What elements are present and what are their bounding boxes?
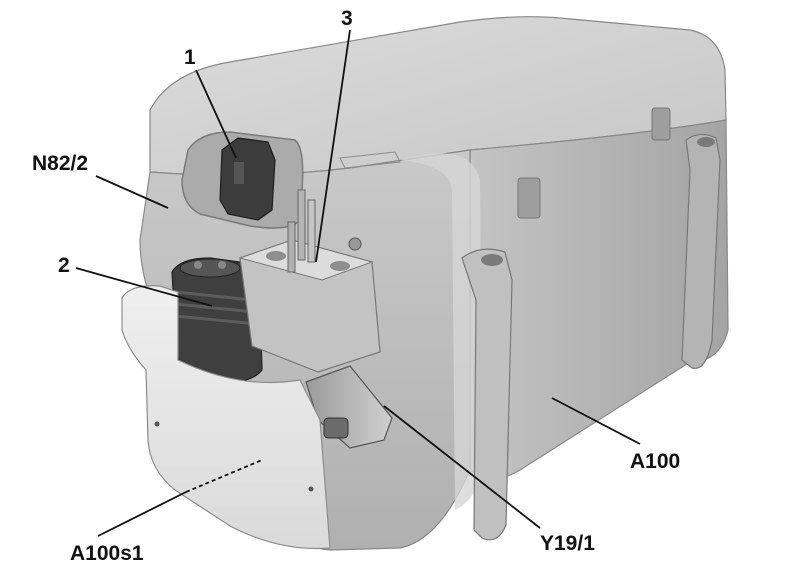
pump-ribs <box>175 290 257 326</box>
housing-tab <box>651 107 671 141</box>
callout-labels: 1 2 3 N82/2 A100 Y19/1 A100s1 <box>32 7 680 565</box>
top-slot <box>339 151 401 169</box>
leg-bolt-hole <box>697 137 715 147</box>
leader-line-a100 <box>551 397 641 445</box>
y19-1-label: Y19/1 <box>540 532 595 555</box>
electrical-connector <box>219 137 276 221</box>
leader-line-1 <box>195 69 237 159</box>
sensor-pin <box>297 189 306 261</box>
front-cover <box>121 285 331 550</box>
leg-bolt-hole <box>481 254 503 266</box>
mounting-legs <box>461 133 721 541</box>
valve-port <box>266 251 286 261</box>
leader-line-n82-2 <box>95 175 169 209</box>
solenoid-valve <box>305 365 393 449</box>
callout-3-label: 3 <box>341 7 353 30</box>
valve-port <box>330 261 350 271</box>
cover-screw <box>154 421 160 427</box>
a100s1-label: A100s1 <box>70 542 144 565</box>
cover-screw <box>308 486 314 492</box>
pump-terminal <box>218 261 226 269</box>
a100-label: A100 <box>630 450 680 473</box>
leader-line-2 <box>75 267 213 307</box>
leader-line-y19-1 <box>383 405 541 529</box>
cover-panel <box>121 285 331 550</box>
callout-1-label: 1 <box>184 46 196 69</box>
solenoid-fitting <box>323 417 349 439</box>
n82-2-label: N82/2 <box>32 152 88 175</box>
mounting-screw <box>348 237 362 251</box>
sensor-pin <box>287 221 296 273</box>
mounting-leg-front <box>461 248 513 541</box>
housing-tab <box>517 177 541 219</box>
leader-line-a100s1 <box>97 491 187 537</box>
valve-block <box>238 189 381 373</box>
sensor-pin <box>307 199 316 263</box>
connector-assembly <box>181 131 304 229</box>
connector-latch <box>234 162 244 184</box>
pump-top-cap <box>179 258 241 278</box>
leader-line-3 <box>315 29 351 263</box>
pump-motor <box>171 257 263 384</box>
leader-lines <box>75 29 641 537</box>
housing-corner-highlight <box>400 153 482 511</box>
callout-2-label: 2 <box>58 254 70 277</box>
mounting-leg-rear <box>681 133 721 370</box>
pump-terminal <box>194 261 202 269</box>
